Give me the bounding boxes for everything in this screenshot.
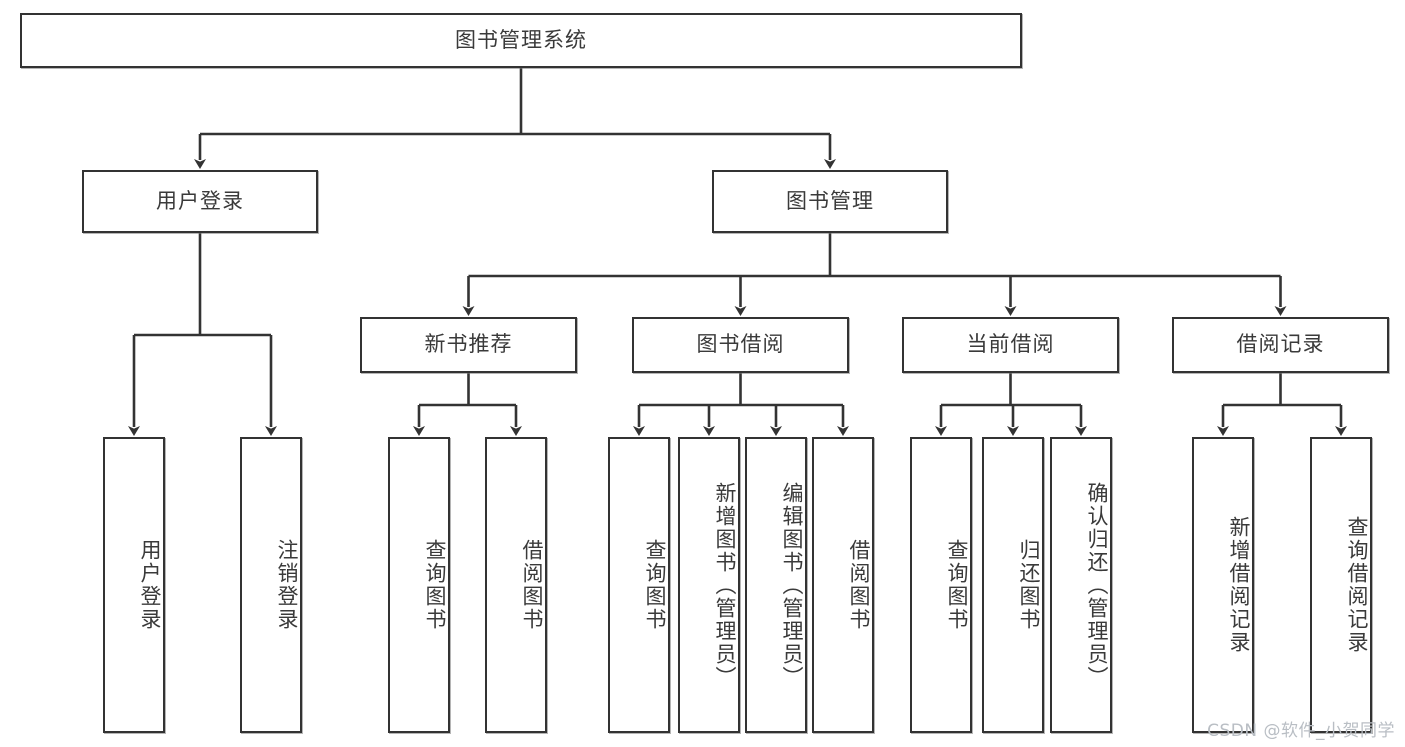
node-label: 新书推荐 [424,332,513,357]
node-label: 注销登录 [275,539,299,631]
node-leaf-borrow-1[interactable]: 查询图书 [608,437,670,733]
node-leaf-login-1[interactable]: 用户登录 [103,437,165,733]
node-current[interactable]: 当前借阅 [902,317,1119,373]
node-label: 编辑图书（管理员） [780,481,804,689]
node-leaf-borrow-4[interactable]: 借阅图书 [812,437,874,733]
node-bookmgmt[interactable]: 图书管理 [712,170,948,233]
node-root[interactable]: 图书管理系统 [20,13,1022,68]
node-label: 新增借阅记录 [1227,516,1251,654]
node-leaf-new-2[interactable]: 借阅图书 [485,437,547,733]
node-leaf-rec-1[interactable]: 新增借阅记录 [1192,437,1254,733]
node-leaf-borrow-2[interactable]: 新增图书（管理员） [678,437,740,733]
node-leaf-login-2[interactable]: 注销登录 [240,437,302,733]
node-login[interactable]: 用户登录 [82,170,318,233]
node-records[interactable]: 借阅记录 [1172,317,1389,373]
node-leaf-cur-2[interactable]: 归还图书 [982,437,1044,733]
node-label: 用户登录 [138,539,162,631]
node-label: 借阅图书 [847,539,871,631]
node-leaf-cur-1[interactable]: 查询图书 [910,437,972,733]
node-label: 新增图书（管理员） [713,481,737,689]
node-label: 查询图书 [945,539,969,631]
node-label: 查询图书 [423,539,447,631]
node-leaf-borrow-3[interactable]: 编辑图书（管理员） [745,437,807,733]
node-label: 借阅记录 [1236,332,1325,357]
node-label: 借阅图书 [520,539,544,631]
node-newbook[interactable]: 新书推荐 [360,317,577,373]
node-label: 图书借阅 [696,332,785,357]
node-leaf-cur-3[interactable]: 确认归还（管理员） [1050,437,1112,733]
node-label: 查询借阅记录 [1345,516,1369,654]
node-label: 图书管理系统 [455,27,587,52]
node-leaf-rec-2[interactable]: 查询借阅记录 [1310,437,1372,733]
node-label: 用户登录 [156,188,244,213]
node-leaf-new-1[interactable]: 查询图书 [388,437,450,733]
node-label: 图书管理 [786,188,874,213]
node-label: 查询图书 [643,539,667,631]
node-label: 当前借阅 [966,332,1055,357]
node-borrow[interactable]: 图书借阅 [632,317,849,373]
csdn-watermark: CSDN @软件_小贺同学 [1207,721,1395,741]
node-label: 确认归还（管理员） [1085,481,1109,689]
node-label: 归还图书 [1017,539,1041,631]
